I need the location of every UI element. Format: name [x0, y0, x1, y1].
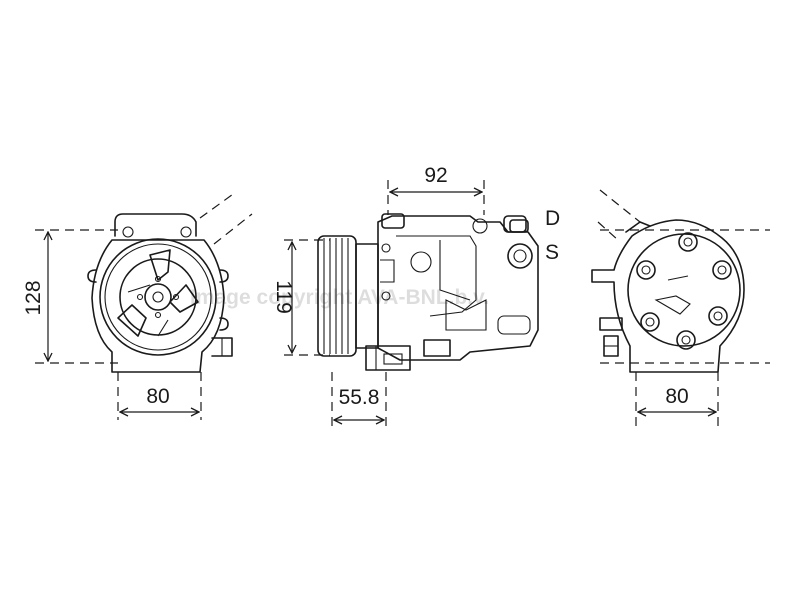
rear-view: [591, 189, 770, 430]
front-height-dimension: 128: [22, 280, 45, 315]
side-length-dimension: 92: [424, 164, 447, 187]
pulley-width-dimension: 55.8: [339, 386, 380, 409]
suction-port-label: S: [545, 241, 559, 264]
copyright-watermark: Image copyright AVA-BNL.b.v.: [190, 286, 489, 309]
side-view: [284, 180, 539, 430]
side-height-dimension: 119: [272, 280, 295, 313]
rear-width-dimension: 80: [665, 385, 688, 408]
front-width-dimension: 80: [146, 385, 169, 408]
front-view: [35, 191, 253, 420]
discharge-port-label: D: [545, 207, 560, 230]
